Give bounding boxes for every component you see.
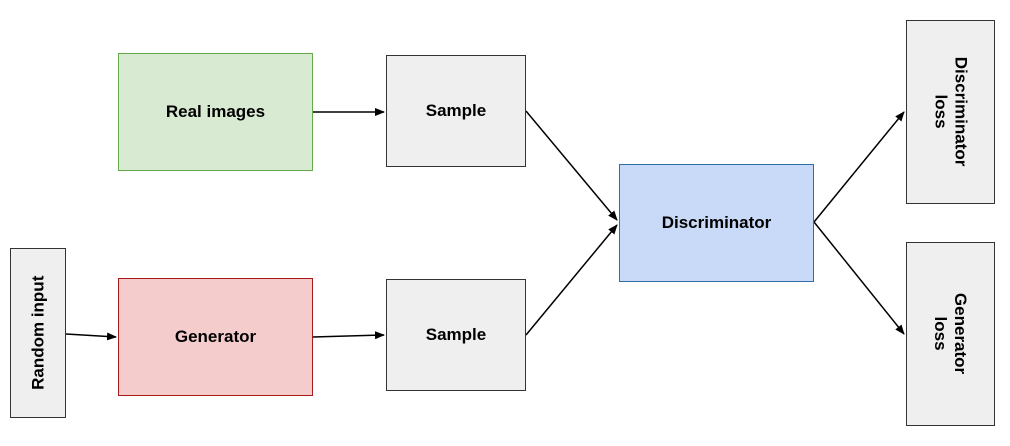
- generator-box: Generator: [118, 278, 313, 396]
- generator-label: Generator: [174, 327, 257, 347]
- arrow-sample-bottom-to-discriminator: [525, 224, 618, 336]
- sample-top-box: Sample: [386, 55, 526, 167]
- discriminator-label: Discriminator: [661, 213, 772, 233]
- arrow-discriminator-to-dloss: [813, 111, 905, 223]
- sample-top-label: Sample: [425, 101, 487, 121]
- real-images-box: Real images: [118, 53, 313, 171]
- discriminator-loss-box: Discriminator loss: [906, 20, 995, 204]
- generator-loss-box: Generator loss: [906, 242, 995, 426]
- arrow-discriminator-to-gloss: [813, 221, 905, 335]
- arrow-sample-top-to-discriminator: [525, 110, 618, 221]
- arrow-random-to-generator: [65, 332, 117, 341]
- sample-bottom-box: Sample: [386, 279, 526, 391]
- random-input-label: Random input: [28, 275, 48, 391]
- sample-bottom-label: Sample: [425, 325, 487, 345]
- arrow-generator-to-sample: [312, 331, 385, 340]
- random-input-box: Random input: [10, 248, 66, 418]
- real-images-label: Real images: [165, 102, 266, 122]
- discriminator-loss-label: Discriminator loss: [931, 57, 971, 167]
- discriminator-box: Discriminator: [619, 164, 814, 282]
- generator-loss-label: Generator loss: [931, 293, 971, 375]
